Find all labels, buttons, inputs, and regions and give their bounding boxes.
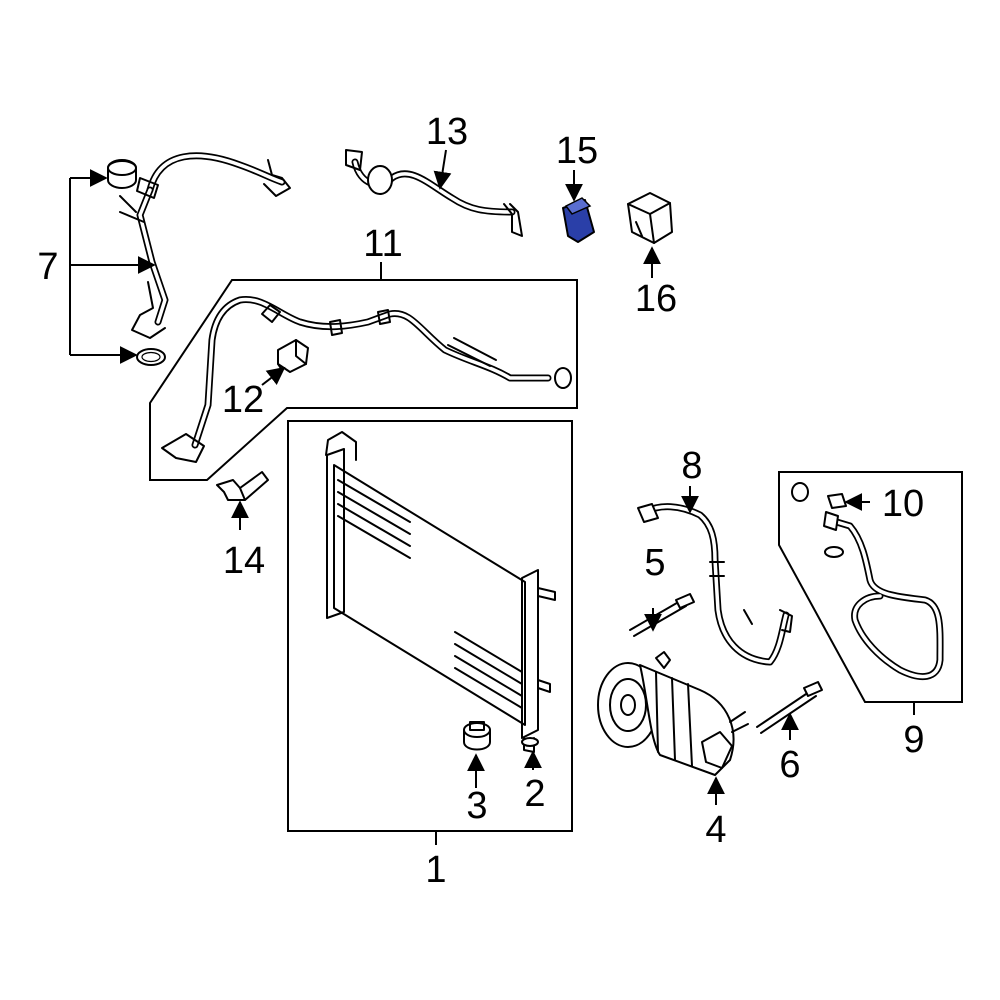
hose-13[interactable] bbox=[345, 149, 523, 237]
callout-3: 3 bbox=[466, 785, 487, 827]
callout-4: 4 bbox=[705, 809, 726, 851]
condenser-group-frame bbox=[287, 420, 573, 832]
pressure-switch-15[interactable] bbox=[562, 197, 595, 243]
valve-core-10[interactable] bbox=[827, 493, 847, 509]
compressor-4[interactable] bbox=[597, 651, 749, 776]
callout-10: 10 bbox=[882, 483, 924, 525]
callout-16: 16 bbox=[635, 278, 677, 320]
callout-labels: 1 2 3 4 5 6 7 8 9 10 11 12 13 14 15 16 bbox=[37, 111, 924, 891]
callout-7: 7 bbox=[37, 246, 58, 288]
callout-6: 6 bbox=[779, 744, 800, 786]
callout-9: 9 bbox=[903, 719, 924, 761]
callout-14: 14 bbox=[223, 540, 265, 582]
callout-2: 2 bbox=[524, 773, 545, 815]
callout-5: 5 bbox=[644, 542, 665, 584]
condenser-1[interactable] bbox=[325, 431, 556, 753]
callout-15: 15 bbox=[556, 130, 598, 172]
bolt-6[interactable] bbox=[756, 681, 823, 734]
bracket-14[interactable] bbox=[216, 471, 269, 501]
hose-group-11-frame bbox=[149, 279, 578, 481]
callout-12: 12 bbox=[222, 379, 264, 421]
sensor-12[interactable] bbox=[277, 339, 309, 373]
callout-1: 1 bbox=[425, 849, 446, 891]
callout-8: 8 bbox=[681, 445, 702, 487]
callout-13: 13 bbox=[426, 111, 468, 153]
discharge-hose-7[interactable] bbox=[107, 152, 291, 366]
suction-hose-11[interactable] bbox=[161, 295, 572, 463]
bolt-5[interactable] bbox=[629, 593, 695, 637]
plug-3[interactable] bbox=[463, 721, 491, 751]
switch-16[interactable] bbox=[627, 192, 673, 244]
callout-11: 11 bbox=[363, 223, 402, 265]
leader-lines bbox=[69, 149, 915, 845]
drier-2[interactable] bbox=[521, 737, 539, 747]
hose-9[interactable] bbox=[791, 482, 944, 681]
